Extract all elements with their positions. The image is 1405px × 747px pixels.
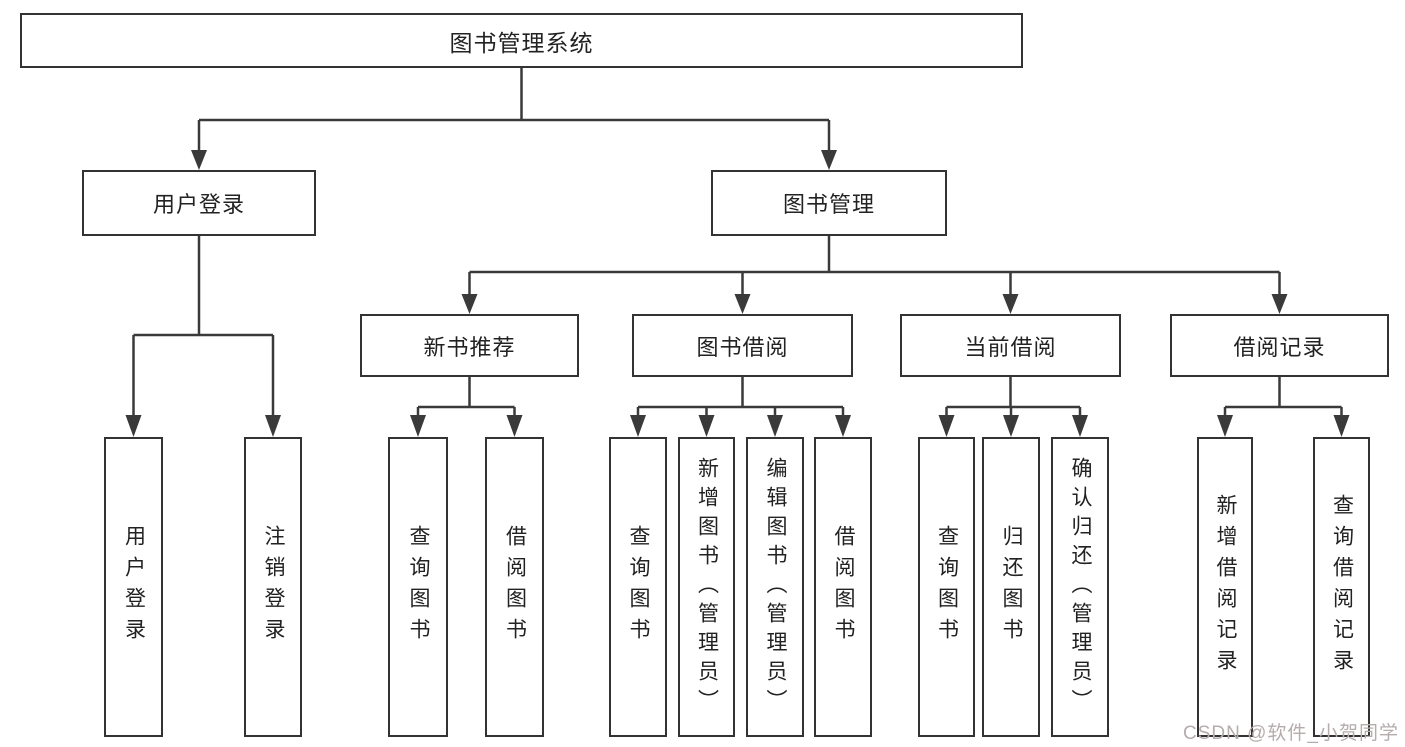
node-current-borrowing: 当前借阅 (900, 314, 1121, 377)
node-label: 借阅记录 (1233, 334, 1326, 360)
node-label: 图书管理系统 (449, 29, 594, 56)
node-library-management-system: 图书管理系统 (20, 13, 1023, 68)
node-label: 新书推荐 (423, 334, 516, 360)
node-user-login: 用户登录 (82, 170, 316, 236)
leaf-return-book: 归还图书 (982, 437, 1040, 737)
leaf-add-borrow-record: 新增借阅记录 (1197, 437, 1253, 737)
leaf-user-login: 用户登录 (104, 437, 163, 737)
node-label: 查询借阅记录 (1330, 494, 1354, 680)
node-label: 用户登录 (152, 192, 245, 217)
leaf-edit-book-admin: 编辑图书（管理员） (746, 437, 804, 737)
node-label: 新增借阅记录 (1214, 494, 1238, 680)
node-label: 用户登录 (122, 525, 146, 649)
leaf-borrow-books: 借阅图书 (814, 437, 872, 737)
leaf-borrow-books-recommend: 借阅图书 (485, 437, 544, 737)
leaf-add-book-admin: 新增图书（管理员） (678, 437, 735, 737)
leaf-confirm-return-admin: 确认归还（管理员） (1051, 437, 1109, 737)
node-label: 注销登录 (262, 525, 286, 649)
node-label: 编辑图书（管理员） (764, 456, 788, 718)
node-label: 借阅图书 (503, 525, 527, 649)
leaf-logout-login: 注销登录 (244, 437, 302, 737)
node-label: 借阅图书 (832, 525, 856, 649)
node-label: 图书管理 (782, 192, 875, 217)
csdn-watermark: CSDN @软件_小贺同学 (1183, 723, 1399, 744)
node-label: 新增图书（管理员） (695, 456, 719, 718)
node-new-book-recommendation: 新书推荐 (360, 314, 579, 377)
node-label: 查询图书 (407, 525, 431, 649)
node-label: 归还图书 (1000, 525, 1024, 649)
node-label: 查询图书 (627, 525, 651, 649)
node-label: 查询图书 (935, 525, 959, 649)
node-label: 图书借阅 (696, 334, 789, 360)
leaf-query-borrow-record: 查询借阅记录 (1313, 437, 1370, 737)
node-book-borrowing: 图书借阅 (632, 314, 853, 377)
node-label: 确认归还（管理员） (1069, 456, 1093, 718)
leaf-query-books-borrowing: 查询图书 (609, 437, 667, 737)
node-borrowing-records: 借阅记录 (1170, 314, 1389, 377)
node-label: 当前借阅 (964, 334, 1057, 360)
leaf-query-books-current: 查询图书 (918, 437, 975, 737)
node-book-management: 图书管理 (711, 170, 947, 236)
leaf-query-books-recommend: 查询图书 (388, 437, 448, 737)
